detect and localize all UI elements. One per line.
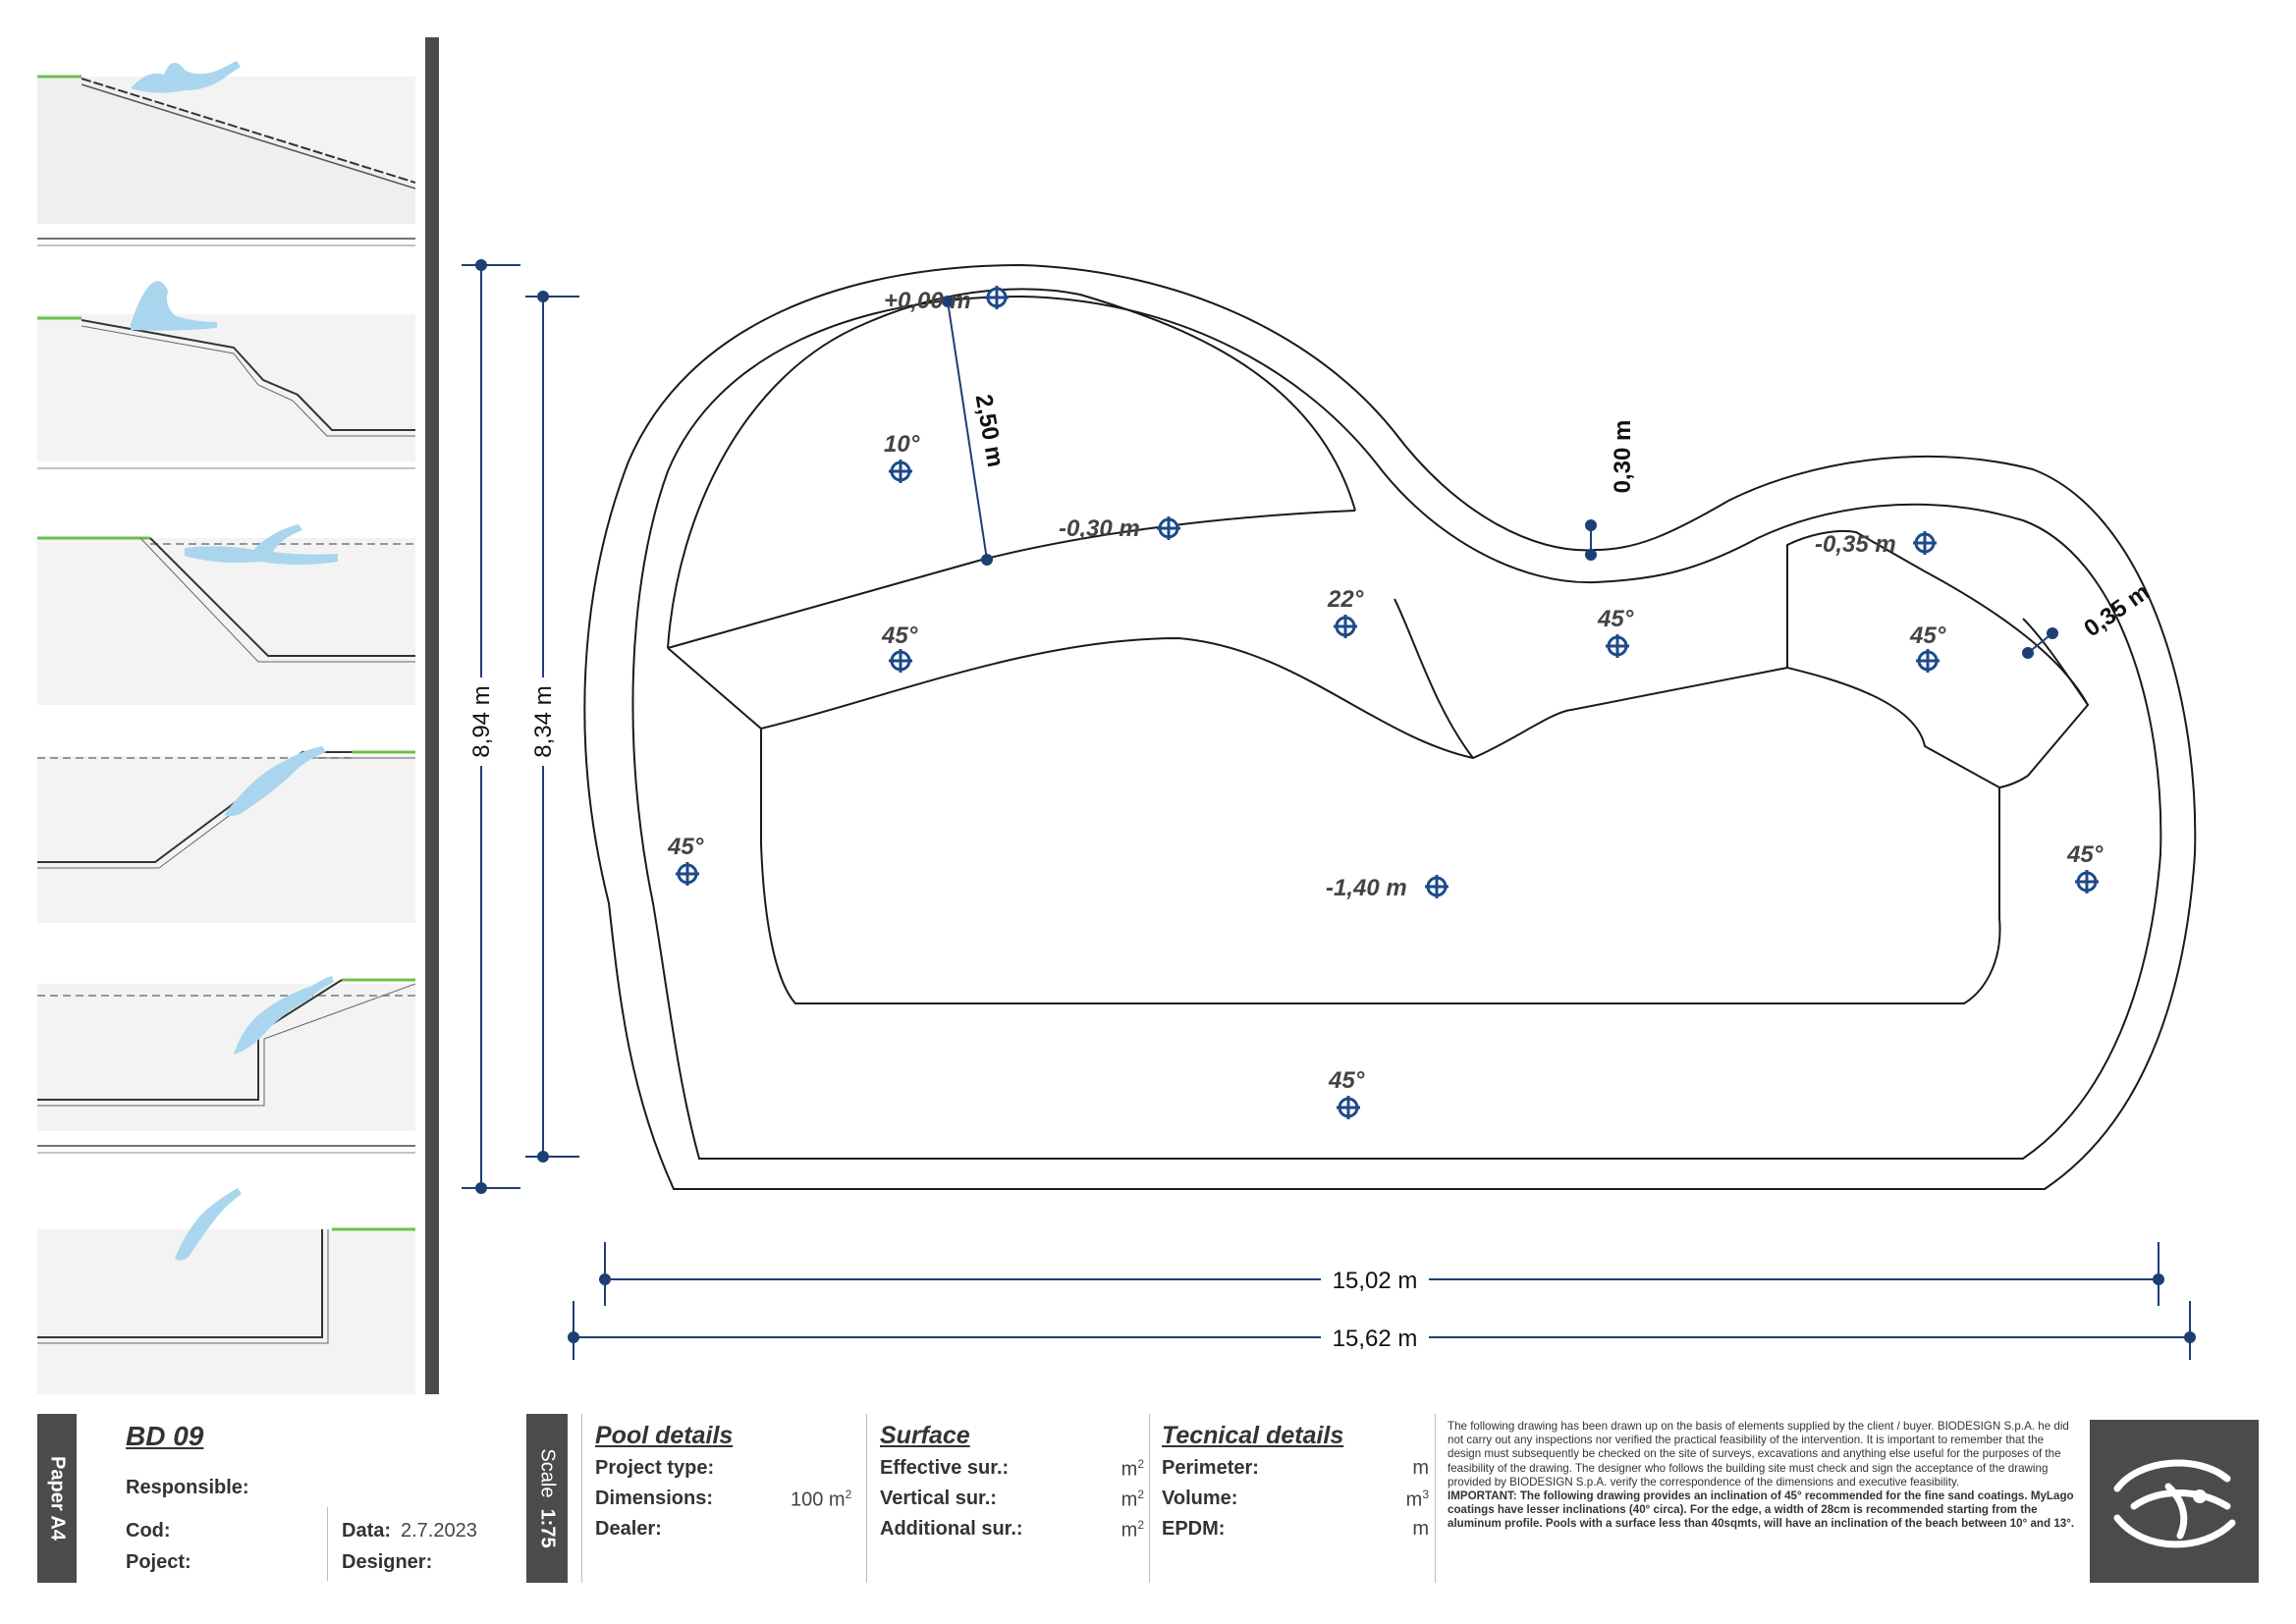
level-marker-icon — [1425, 875, 1449, 898]
ledge-lower-line — [667, 529, 2090, 1004]
scale-bar: Scale 1:75 — [526, 1414, 568, 1583]
beach-upper-line — [667, 288, 1356, 649]
technical-details-heading: Tecnical details — [1162, 1422, 1344, 1449]
beach-ledge-line — [667, 510, 1356, 649]
dim-inner-width: 15,02 m — [1333, 1268, 1418, 1294]
additional-surface-label: Additional sur.: — [880, 1518, 1023, 1540]
ledge-divider-line — [1394, 598, 1474, 759]
company-logo — [2090, 1420, 2259, 1583]
title-divider — [581, 1414, 582, 1583]
swimmer-icon — [131, 61, 241, 93]
designer-label: Designer: — [342, 1551, 433, 1573]
pool-plan-drawing: 15,02 m 15,62 m 8,94 m 8,34 m 2,50 m 0,3… — [462, 259, 2197, 1360]
angle-label-45-left: 45° — [667, 834, 704, 860]
perimeter-label: Perimeter: — [1162, 1457, 1259, 1479]
dealer-label: Dealer: — [595, 1518, 662, 1540]
disclaimer-important: IMPORTANT: The following drawing provide… — [1448, 1489, 2075, 1531]
swimmer-icon — [175, 1188, 242, 1261]
level-marker-icon — [985, 286, 1009, 309]
project-label: Poject: — [126, 1551, 191, 1573]
angle-label-45-right-upper: 45° — [1909, 623, 1946, 649]
swimmer-icon — [185, 524, 338, 565]
volume-unit: m3 — [1405, 1488, 1429, 1511]
disclaimer-paragraph: The following drawing has been drawn up … — [1448, 1420, 2069, 1489]
perimeter-unit: m — [1412, 1457, 1429, 1479]
date-label: Data: — [342, 1520, 392, 1542]
section-profile-beach — [37, 37, 415, 255]
project-type-label: Project type: — [595, 1457, 715, 1479]
responsible-label: Responsible: — [126, 1477, 249, 1498]
paper-size-bar: Paper A4 — [37, 1414, 77, 1583]
swimmer-icon — [131, 281, 217, 331]
level-marker-icon — [676, 862, 699, 886]
dimensions-label: Dimensions: — [595, 1488, 714, 1509]
pool-inner-edge — [631, 295, 2162, 1160]
right-pocket-line — [1786, 545, 2089, 706]
pool-details-heading: Pool details — [595, 1422, 734, 1449]
measure-250: 2,50 m — [970, 393, 1010, 469]
dim-inner-height: 8,34 m — [530, 685, 557, 757]
depth-label-zero: +0,00 m — [884, 288, 971, 314]
paper-size-label: Paper A4 — [46, 1456, 69, 1541]
level-marker-icon — [1334, 615, 1357, 638]
title-divider — [1149, 1414, 1150, 1583]
dimensions-value: 100 m2 — [791, 1488, 852, 1511]
angle-label-10: 10° — [884, 431, 920, 458]
additional-surface-unit: m2 — [1121, 1518, 1144, 1542]
angle-label-45-left-upper: 45° — [881, 623, 918, 649]
pool-outer-edge — [583, 263, 2197, 1190]
biodesign-logo-icon — [2113, 1459, 2236, 1548]
section-profile-ramp — [37, 717, 415, 935]
epdm-unit: m — [1412, 1518, 1429, 1540]
swimmer-icon — [234, 976, 334, 1055]
scale-label: Scale — [536, 1448, 559, 1498]
volume-label: Volume: — [1162, 1488, 1238, 1509]
section-profile-steps — [37, 257, 415, 475]
dim-outer-width: 15,62 m — [1333, 1326, 1418, 1352]
angle-label-22: 22° — [1327, 586, 1364, 613]
depth-label-140: -1,40 m — [1326, 875, 1407, 901]
effective-surface-label: Effective sur.: — [880, 1457, 1010, 1479]
angle-label-45-center: 45° — [1597, 606, 1634, 632]
sidebar-divider-bar — [425, 37, 439, 1394]
measure-035: 0,35 m — [2079, 578, 2155, 642]
swimmer-icon — [224, 746, 326, 817]
date-value: 2.7.2023 — [401, 1520, 477, 1542]
title-divider — [866, 1414, 867, 1583]
level-marker-icon — [1337, 1096, 1360, 1119]
section-profile-slope — [37, 499, 415, 717]
title-divider — [1435, 1414, 1436, 1583]
disclaimer-text: The following drawing has been drawn up … — [1448, 1420, 2076, 1532]
level-marker-icon — [889, 649, 912, 673]
vertical-surface-label: Vertical sur.: — [880, 1488, 997, 1509]
depth-label-035: -0,35 m — [1815, 531, 1896, 558]
dim-outer-height: 8,94 m — [468, 685, 495, 757]
depth-label-030: -0,30 m — [1059, 515, 1140, 542]
measure-030: 0,30 m — [1610, 420, 1636, 494]
level-marker-icon — [889, 460, 912, 483]
cod-label: Cod: — [126, 1520, 171, 1542]
section-profile-ledge — [37, 945, 415, 1163]
section-profile-vertical-wall — [37, 1170, 415, 1394]
vertical-surface-unit: m2 — [1121, 1488, 1144, 1511]
level-marker-icon — [1157, 516, 1180, 540]
right-step-line — [1786, 667, 2000, 788]
surface-heading: Surface — [880, 1422, 970, 1449]
level-marker-icon — [1913, 531, 1937, 555]
level-marker-icon — [1606, 634, 1629, 658]
effective-surface-unit: m2 — [1121, 1457, 1144, 1481]
title-divider — [327, 1507, 328, 1581]
level-marker-icon — [1916, 649, 1940, 673]
scale-value: 1:75 — [536, 1508, 559, 1548]
angle-label-45-right: 45° — [2066, 841, 2104, 868]
level-marker-icon — [2075, 870, 2099, 893]
epdm-label: EPDM: — [1162, 1518, 1226, 1540]
drawing-code: BD 09 — [126, 1421, 204, 1451]
angle-label-45-bottom: 45° — [1328, 1067, 1365, 1094]
